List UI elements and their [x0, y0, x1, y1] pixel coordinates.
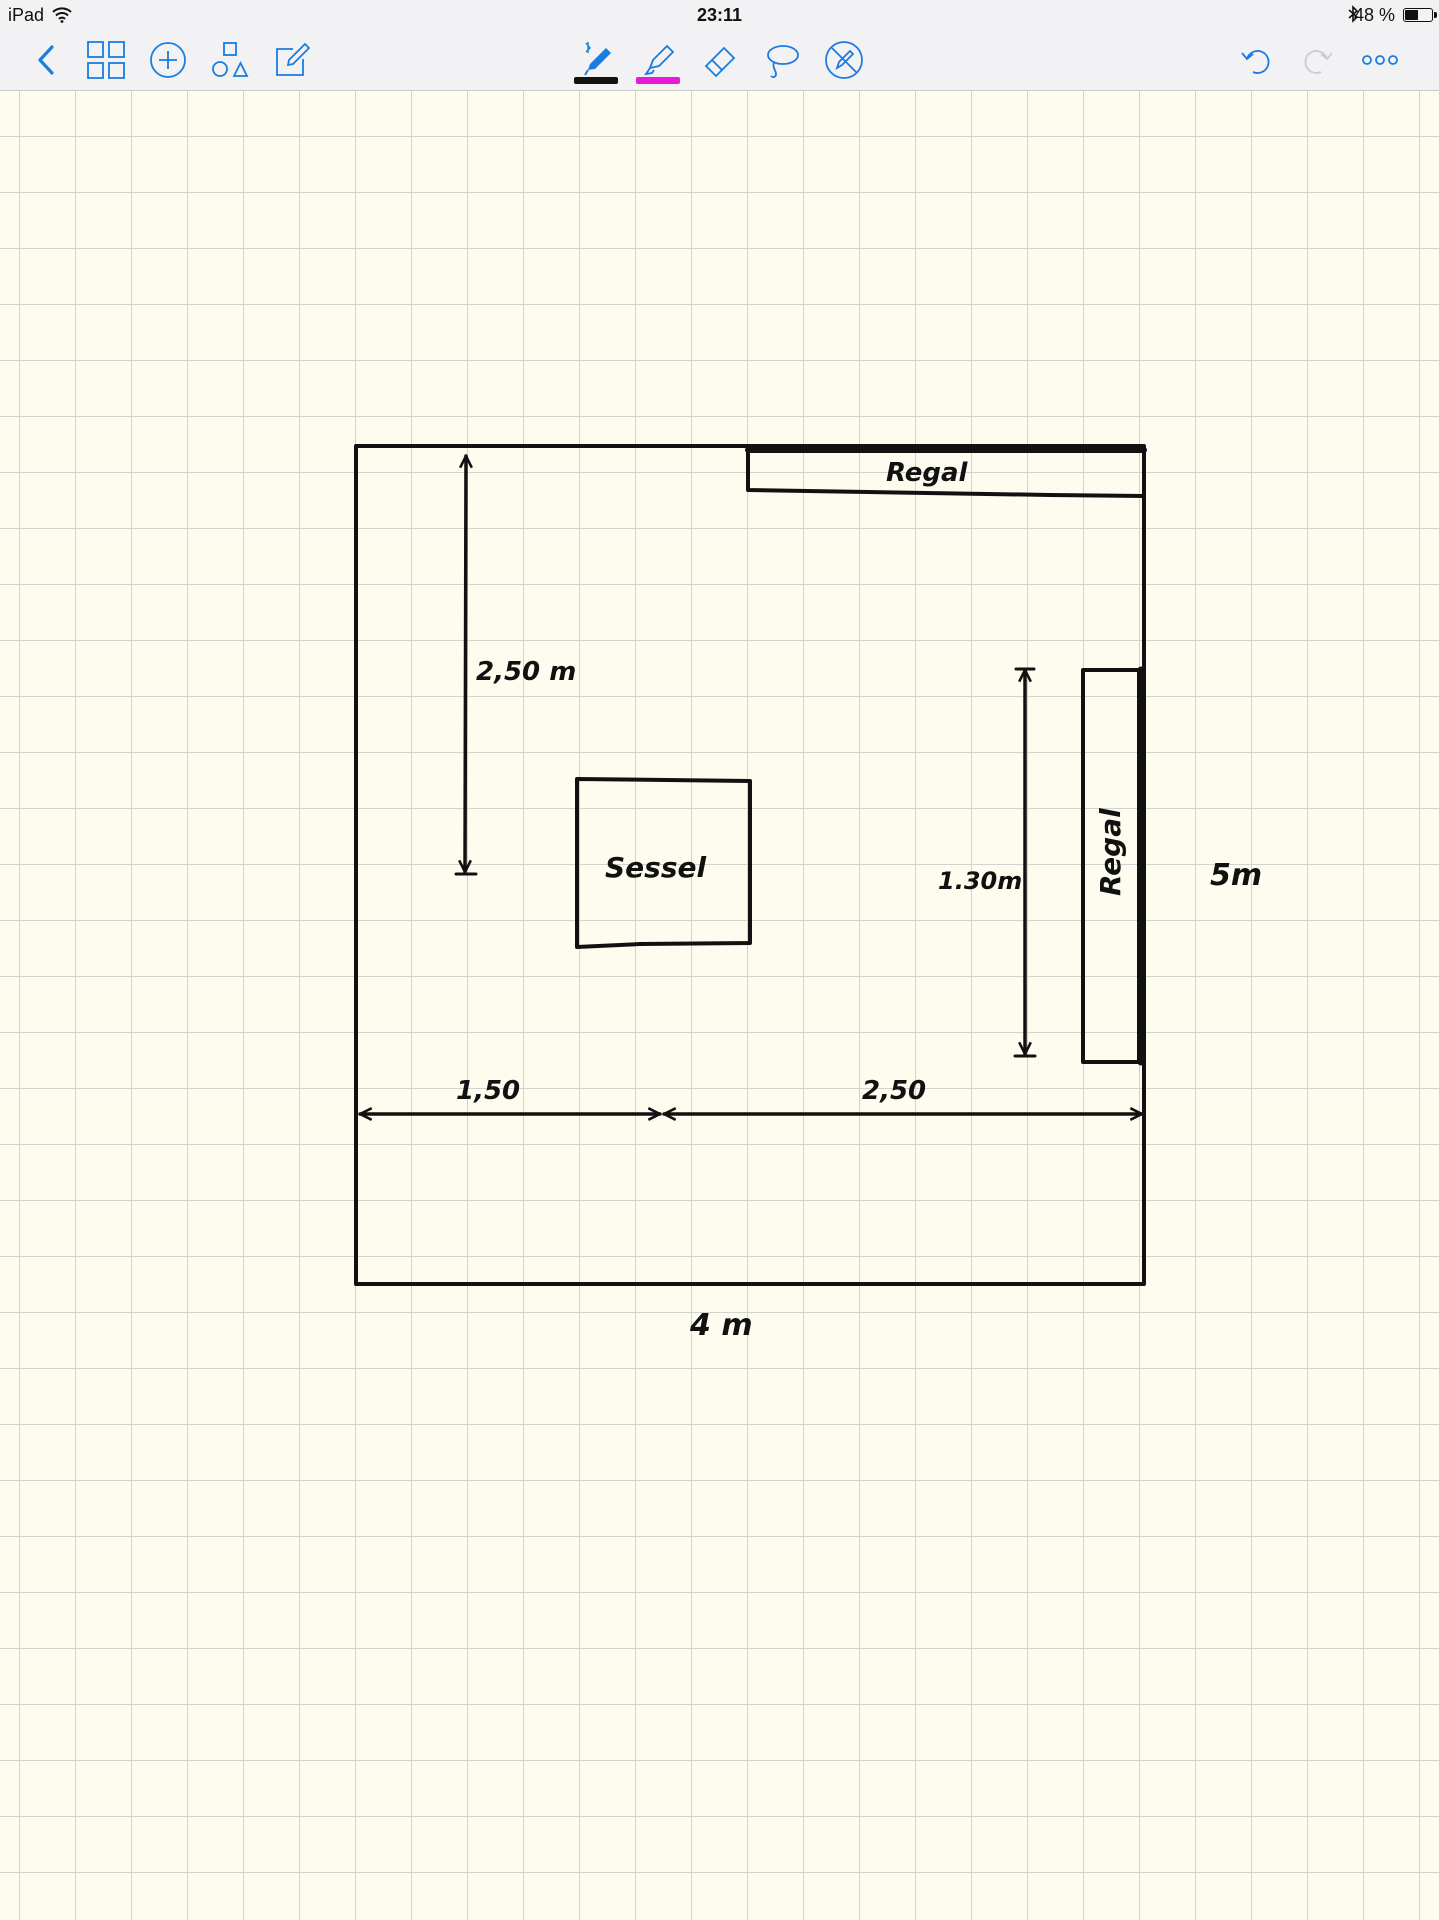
status-time: 23:11: [696, 5, 743, 25]
undo-icon[interactable]: [1232, 38, 1280, 82]
label-room-width: 4 m: [689, 1308, 753, 1343]
label-regal-right: Regal: [1094, 808, 1127, 896]
pen-color-underline: [574, 77, 618, 84]
label-dim-left-vertical: 2,50 m: [476, 657, 576, 687]
lasso-icon[interactable]: [758, 38, 806, 82]
label-dim-bottom-right: 2,50: [862, 1076, 926, 1106]
plus-circle-icon[interactable]: [144, 38, 192, 82]
label-sessel: Sessel: [605, 851, 706, 884]
label-room-height: 5m: [1210, 858, 1262, 893]
highlighter-color-underline: [636, 77, 680, 84]
back-chevron-icon[interactable]: [22, 38, 70, 82]
bluetooth-icon: [1347, 5, 1359, 28]
grid-icon[interactable]: [82, 38, 130, 82]
sessel-armchair: [575, 777, 752, 949]
dim-left-vertical-arrow: [465, 454, 466, 874]
shapes-icon[interactable]: [206, 38, 254, 82]
battery-percent: 48 %: [1353, 5, 1395, 25]
pen-icon[interactable]: [572, 38, 620, 84]
battery-icon: [1403, 8, 1437, 22]
wifi-icon: [52, 7, 72, 28]
eraser-icon[interactable]: [696, 38, 744, 82]
label-dim-right-vertical: 1.30m: [938, 867, 1022, 895]
floor-plan-drawing: Regal Regal Sessel 2,50 m 1.30m 1,50 2,5…: [354, 444, 1262, 1343]
status-bar: iPad 23:11 48 %: [0, 0, 1439, 30]
grid-paper: [0, 90, 1439, 1920]
device-name: iPad: [8, 5, 45, 25]
compose-icon[interactable]: [268, 38, 316, 82]
disable-pen-icon[interactable]: [820, 38, 868, 82]
more-icon[interactable]: [1356, 38, 1404, 82]
note-canvas[interactable]: Regal Regal Sessel 2,50 m 1.30m 1,50 2,5…: [0, 90, 1439, 1920]
label-regal-top: Regal: [886, 458, 969, 488]
highlighter-icon[interactable]: [634, 38, 682, 84]
redo-icon[interactable]: [1294, 38, 1342, 82]
label-dim-bottom-left: 1,50: [456, 1076, 520, 1106]
toolbar: [0, 30, 1439, 91]
